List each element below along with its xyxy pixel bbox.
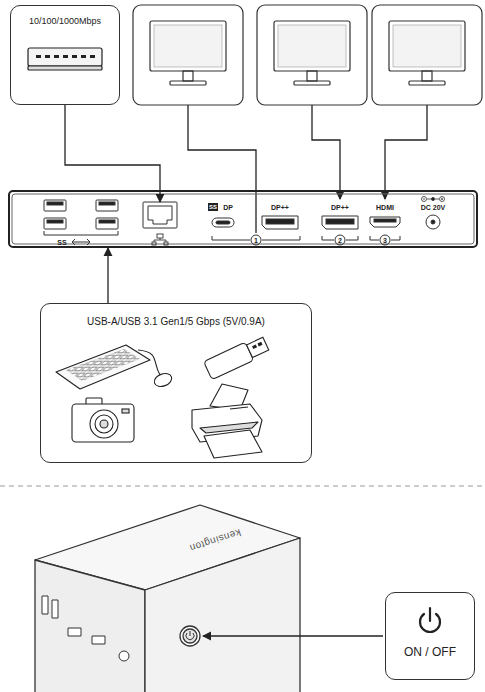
dc-jack — [426, 215, 440, 229]
callout-number: 2 — [338, 237, 342, 244]
mouse-icon — [138, 350, 174, 389]
video-cables — [188, 105, 427, 233]
box-label: USB-A/USB 3.1 Gen1/5 Gbps (5V/0.9A) — [87, 316, 265, 328]
power-symbol — [420, 608, 440, 632]
displayport — [322, 216, 358, 229]
monitor-panel — [393, 25, 461, 67]
port-label: DP++ — [331, 204, 349, 211]
box-outline — [372, 5, 482, 105]
hdmi-port — [370, 217, 400, 227]
network-symbol — [152, 234, 168, 245]
monitor-panel — [154, 25, 222, 67]
router-icon — [28, 48, 102, 70]
power-button — [180, 626, 200, 646]
bracket — [44, 231, 118, 235]
router-base — [28, 66, 102, 70]
box-outline — [257, 5, 367, 105]
monitor-neck — [307, 71, 317, 81]
monitor-neck — [183, 71, 193, 81]
keyboard-icon — [56, 345, 150, 389]
leader-arrow — [203, 635, 383, 636]
monitor-screen — [274, 21, 350, 71]
monitor-screen — [389, 21, 465, 71]
monitor-base — [294, 81, 330, 85]
router-lights — [36, 55, 95, 58]
dock-front — [12, 194, 474, 245]
monitor-base — [170, 81, 206, 85]
monitor-screen — [150, 21, 226, 71]
box-outline — [133, 5, 243, 105]
displayport — [262, 216, 298, 229]
box-label: 10/100/1000Mbps — [29, 16, 101, 26]
dock-end-face — [145, 538, 300, 692]
monitor-base — [409, 81, 445, 85]
device-box: 10/100/1000Mbps — [10, 5, 120, 105]
power-input-label: DC 20V — [421, 204, 446, 211]
camera-icon — [72, 398, 134, 442]
cable-arrow — [385, 105, 427, 199]
superspeed-mark: SS — [208, 203, 218, 211]
callout-number: 3 — [383, 237, 387, 244]
usb-logo-text: SS — [57, 239, 66, 246]
monitor-panel — [278, 25, 346, 67]
usb-c-port — [212, 218, 234, 227]
monitor-box — [257, 5, 367, 105]
monitor-neck — [422, 71, 432, 81]
side-ports — [42, 596, 129, 661]
router-body — [28, 48, 102, 66]
port-brackets — [212, 235, 400, 245]
usb-stick-icon — [204, 335, 270, 380]
power-button-box: ON / OFF — [385, 592, 475, 680]
dock-inner-outline — [12, 194, 474, 244]
usb-symbol — [72, 239, 90, 245]
monitor-box — [372, 5, 482, 105]
printer-icon — [192, 384, 262, 458]
usb-device-box: USB-A/USB 3.1 Gen1/5 Gbps (5V/0.9A) — [40, 303, 312, 463]
port-label: DP++ — [271, 204, 289, 211]
monitor-box — [133, 5, 243, 105]
port-label: DP — [223, 204, 233, 211]
cable-line — [188, 105, 256, 233]
cable-arrow — [312, 105, 340, 199]
connector-arrow — [65, 105, 160, 202]
ethernet-port — [143, 202, 177, 228]
callout-number: 1 — [254, 237, 258, 244]
polarity-symbol — [422, 197, 445, 202]
brand-logo: kensington — [188, 527, 242, 553]
usb-a-ports — [44, 200, 118, 229]
docking-station: SS SS DP DP++ 1 DP++ 2 HDMI 3 DC 20V — [8, 190, 478, 248]
dashed-separator — [0, 486, 485, 487]
dock-perspective — [35, 505, 300, 692]
dock-side-face — [35, 560, 145, 692]
button-label: ON / OFF — [404, 646, 456, 660]
port-label: HDMI — [376, 204, 394, 211]
connector-arrow — [107, 248, 108, 303]
